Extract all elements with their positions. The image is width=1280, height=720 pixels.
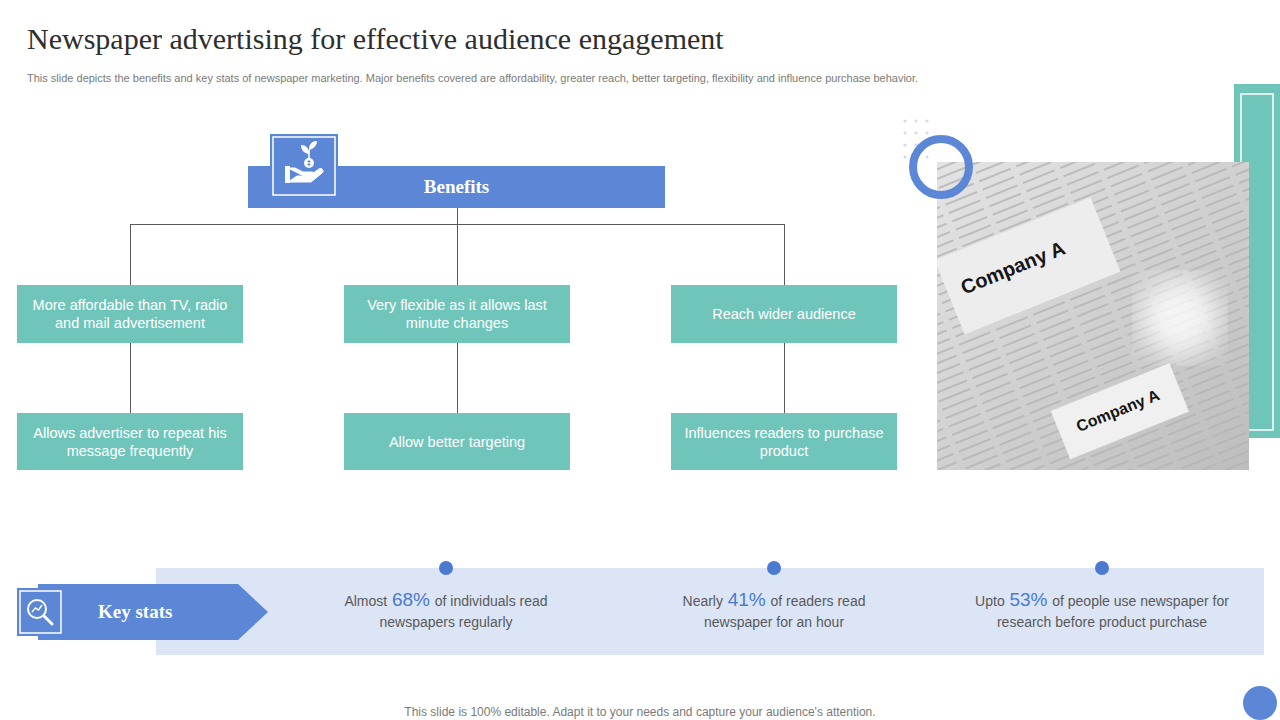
benefit-box: Very flexible as it allows last minute c… bbox=[344, 285, 570, 343]
arrow-fill bbox=[38, 584, 268, 640]
stat-line: Upto53%of people use newspaper for resea… bbox=[967, 589, 1237, 633]
stat-text: Almost68%of individuals read newspapers … bbox=[321, 589, 571, 633]
blur-highlight bbox=[1140, 278, 1220, 358]
benefit-box: Allows advertiser to repeat his message … bbox=[17, 413, 243, 470]
stat-number: 41% bbox=[728, 589, 766, 610]
benefit-box: Allow better targeting bbox=[344, 413, 570, 470]
connector-line bbox=[457, 343, 458, 413]
stat-words: Nearly bbox=[683, 593, 723, 609]
stat-line: Nearly41%of readers read newspaper for a… bbox=[659, 589, 889, 633]
connector-line bbox=[458, 208, 785, 285]
corner-dot bbox=[1243, 686, 1277, 720]
footer-note: This slide is 100% editable. Adapt it to… bbox=[0, 705, 1280, 719]
header-box: Benefits bbox=[248, 166, 665, 208]
stat-number: 53% bbox=[1009, 589, 1047, 610]
ring bbox=[913, 139, 969, 195]
stat-dot bbox=[767, 561, 781, 575]
benefit-text: More affordable than TV, radio and mail … bbox=[27, 296, 233, 332]
connector-line bbox=[784, 343, 785, 413]
heading-text: Key stats bbox=[98, 601, 172, 623]
ad-card bbox=[1051, 363, 1189, 459]
stat-line: Almost68%of individuals read newspapers … bbox=[321, 589, 571, 633]
benefit-box: More affordable than TV, radio and mail … bbox=[17, 285, 243, 343]
benefit-text: Influences readers to purchase product bbox=[681, 424, 887, 460]
heading-text: Benefits bbox=[424, 176, 489, 198]
benefit-text: Allow better targeting bbox=[389, 433, 525, 451]
connector-line bbox=[130, 343, 131, 413]
benefit-text: Reach wider audience bbox=[712, 305, 855, 323]
stats-band bbox=[156, 568, 1264, 655]
connector-line bbox=[131, 208, 458, 285]
slide-title: Newspaper advertising for effective audi… bbox=[27, 22, 724, 56]
stat-number: 68% bbox=[392, 589, 430, 610]
stat-text: Upto53%of people use newspaper for resea… bbox=[967, 589, 1237, 633]
section-arrow: Key stats bbox=[38, 584, 268, 640]
benefit-box: Reach wider audience bbox=[671, 285, 897, 343]
newspaper-photo bbox=[937, 162, 1249, 470]
stat-words: Upto bbox=[975, 593, 1005, 609]
ad-card bbox=[937, 197, 1120, 334]
stat-words: Almost bbox=[344, 593, 387, 609]
benefit-text: Allows advertiser to repeat his message … bbox=[27, 424, 233, 460]
benefit-text: Very flexible as it allows last minute c… bbox=[354, 296, 560, 332]
slide-subtitle: This slide depicts the benefits and key … bbox=[27, 72, 918, 84]
stat-text: Nearly41%of readers read newspaper for a… bbox=[659, 589, 889, 633]
benefit-box: Influences readers to purchase product bbox=[671, 413, 897, 470]
stat-dot bbox=[1095, 561, 1109, 575]
stat-dot bbox=[439, 561, 453, 575]
